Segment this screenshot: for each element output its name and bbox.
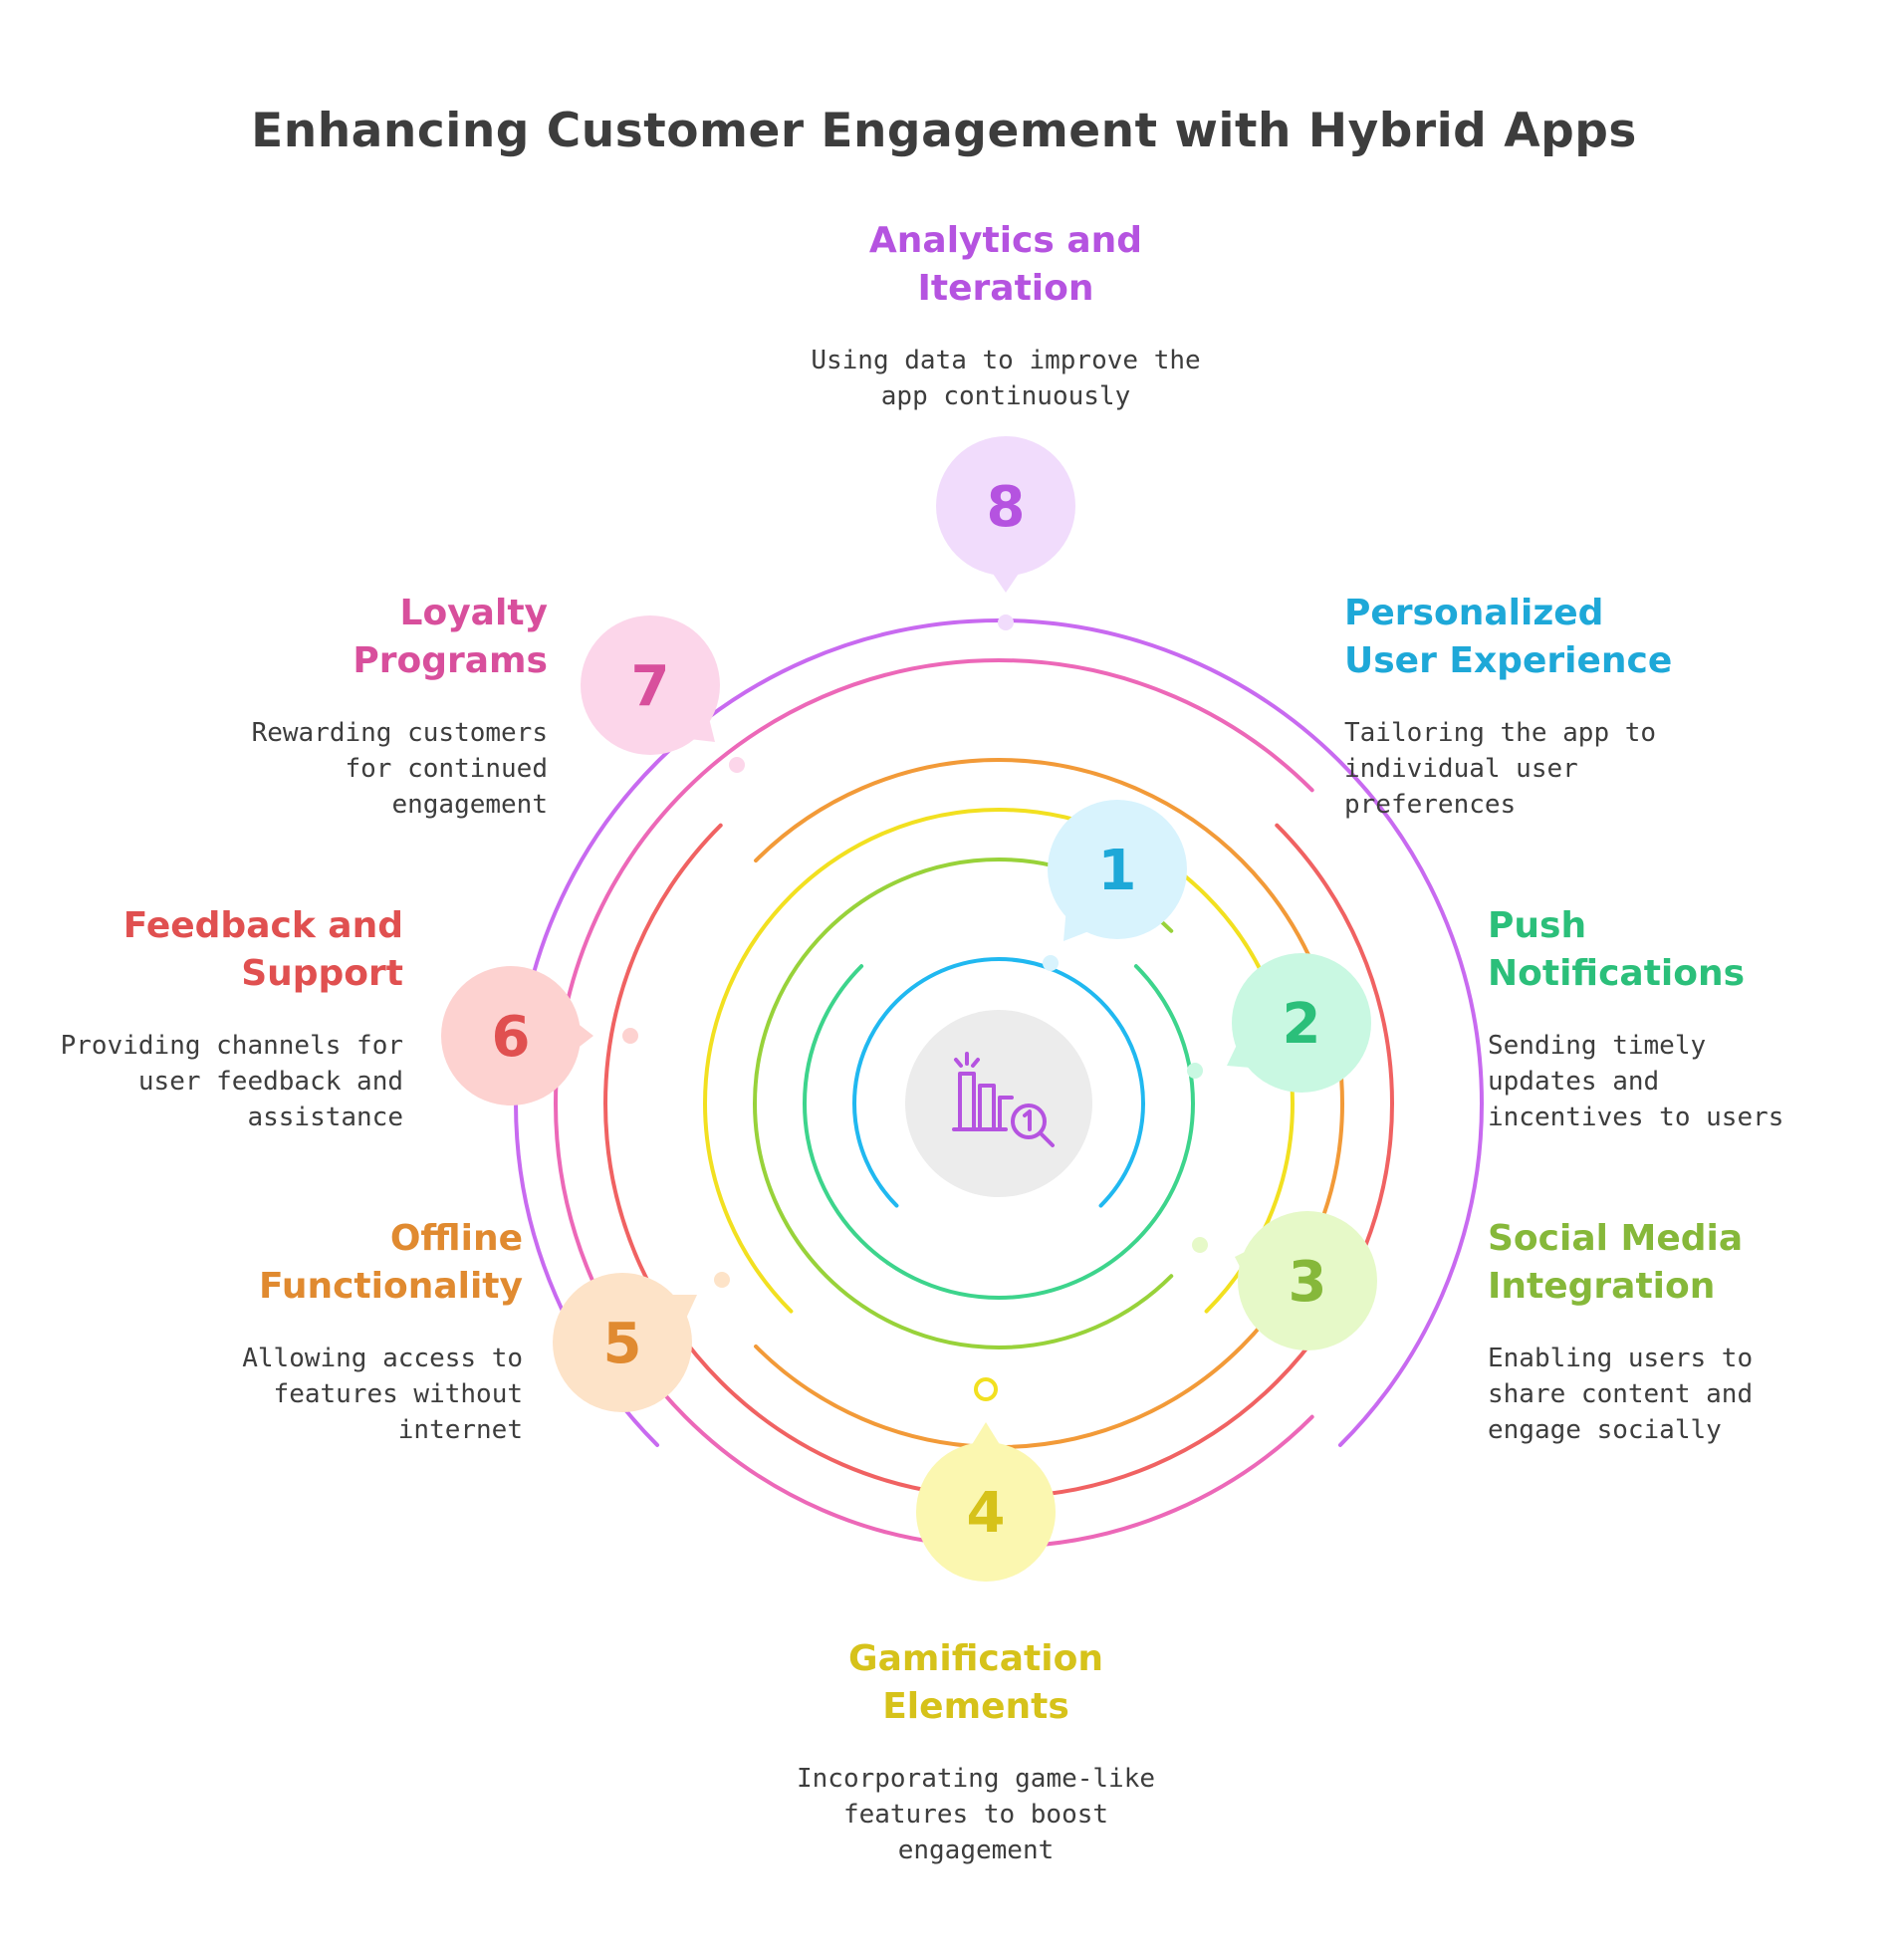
step-2-title-line-2: Notifications	[1488, 953, 1746, 994]
step-5-desc-line-2: features without	[273, 1379, 523, 1409]
ring-dot-6	[622, 1028, 638, 1044]
step-3-desc-line-2: share content and	[1488, 1379, 1754, 1409]
step-3-title: Social Media Integration	[1488, 1215, 1866, 1311]
ring-arc-2	[803, 964, 1195, 1300]
step-6-title-line-2: Support	[241, 953, 403, 994]
step-number-4: 4	[967, 1481, 1006, 1546]
step-number-8: 8	[987, 475, 1026, 540]
step-7-title-line-2: Programs	[353, 640, 548, 681]
step-6-title-line-1: Feedback and	[122, 905, 403, 946]
step-8-title: Analytics and Iteration	[757, 217, 1255, 313]
step-5-desc-line-1: Allowing access to	[242, 1344, 523, 1373]
step-6-desc-line-2: user feedback and	[137, 1067, 403, 1097]
ring-dot-8	[998, 614, 1014, 630]
step-6: Feedback and Support Providing channels …	[20, 902, 403, 1135]
step-bubble-3	[1238, 1211, 1377, 1350]
step-5-description: Allowing access to features without inte…	[149, 1341, 523, 1448]
step-number-1: 1	[1098, 839, 1137, 903]
step-2-desc-line-1: Sending timely	[1488, 1031, 1707, 1061]
step-7: Loyalty Programs Rewarding customers for…	[149, 590, 548, 823]
ring-arc-1	[852, 957, 1145, 1208]
step-number-5: 5	[603, 1312, 642, 1376]
ring-dot-3	[1192, 1237, 1208, 1253]
step-6-desc-line-1: Providing channels for	[60, 1031, 403, 1061]
ring-dot-1	[1043, 955, 1059, 971]
step-7-desc-line-2: for continued	[345, 754, 549, 784]
step-6-desc-line-3: assistance	[247, 1102, 403, 1132]
step-1-desc-line-1: Tailoring the app to	[1344, 718, 1657, 748]
step-8-title-line-2: Iteration	[917, 268, 1094, 309]
step-4-title-line-2: Elements	[882, 1686, 1069, 1727]
step-bubble-1	[1048, 800, 1187, 939]
step-2-desc-line-2: updates and	[1488, 1067, 1660, 1097]
step-7-desc-line-3: engagement	[391, 790, 548, 820]
step-number-7: 7	[631, 654, 670, 719]
step-4-description: Incorporating game-like features to boos…	[757, 1761, 1195, 1868]
ring-dot-5	[714, 1272, 730, 1288]
step-5: Offline Functionality Allowing access to…	[149, 1215, 523, 1448]
ring-dot-7	[729, 757, 745, 773]
step-7-desc-line-1: Rewarding customers	[251, 718, 548, 748]
center-hub	[905, 1010, 1092, 1197]
page-title: Enhancing Customer Engagement with Hybri…	[251, 104, 1637, 158]
step-4-desc-line-2: features to boost	[842, 1800, 1109, 1830]
step-6-title: Feedback and Support	[20, 902, 403, 998]
step-8-desc-line-2: app continuously	[880, 381, 1131, 411]
step-4-title-line-1: Gamification	[848, 1638, 1103, 1679]
step-3-desc-line-1: Enabling users to	[1488, 1344, 1754, 1373]
step-5-title-line-1: Offline	[389, 1218, 523, 1259]
step-2: Push Notifications Sending timely update…	[1488, 902, 1866, 1135]
step-3-desc-line-3: engage socially	[1488, 1415, 1722, 1445]
step-4-desc-line-3: engagement	[897, 1836, 1055, 1865]
step-number-6: 6	[492, 1005, 531, 1070]
step-2-desc-line-3: incentives to users	[1488, 1102, 1784, 1132]
step-4: Gamification Elements Incorporating game…	[757, 1635, 1195, 1868]
step-4-title: Gamification Elements	[757, 1635, 1195, 1731]
ring-arc-4	[703, 808, 1295, 1314]
step-8-desc-line-1: Using data to improve the	[811, 346, 1201, 375]
step-number-3: 3	[1289, 1250, 1327, 1315]
step-3-description: Enabling users to share content and enga…	[1488, 1341, 1866, 1448]
step-bubble-7	[581, 615, 720, 755]
data-analysis-icon	[952, 1052, 1055, 1147]
step-5-desc-line-3: internet	[397, 1415, 523, 1445]
step-6-description: Providing channels for user feedback and…	[20, 1028, 403, 1135]
ring-dot-4	[974, 1377, 998, 1401]
step-1-title: Personalized User Experience	[1344, 590, 1763, 685]
step-3: Social Media Integration Enabling users …	[1488, 1215, 1866, 1448]
step-5-title-line-2: Functionality	[259, 1266, 523, 1307]
step-1-desc-line-3: preferences	[1344, 790, 1517, 820]
step-4-desc-line-1: Incorporating game-like	[796, 1764, 1156, 1794]
step-bubble-6	[441, 966, 581, 1105]
step-7-description: Rewarding customers for continued engage…	[149, 715, 548, 823]
step-3-title-line-2: Integration	[1488, 1266, 1716, 1307]
step-8-description: Using data to improve the app continuous…	[757, 343, 1255, 414]
step-bubble-4	[916, 1442, 1056, 1582]
step-1-description: Tailoring the app to individual user pre…	[1344, 715, 1763, 823]
ring-dot-2	[1187, 1063, 1203, 1079]
step-bubble-8	[936, 436, 1075, 576]
step-2-title: Push Notifications	[1488, 902, 1866, 998]
step-1-title-line-1: Personalized	[1344, 593, 1604, 633]
step-8-title-line-1: Analytics and	[868, 220, 1143, 261]
step-5-title: Offline Functionality	[149, 1215, 523, 1311]
step-1-title-line-2: User Experience	[1344, 640, 1673, 681]
step-7-title-line-1: Loyalty	[399, 593, 548, 633]
step-1-desc-line-2: individual user	[1344, 754, 1578, 784]
step-3-title-line-1: Social Media	[1488, 1218, 1744, 1259]
step-bubble-2	[1232, 953, 1371, 1093]
step-1: Personalized User Experience Tailoring t…	[1344, 590, 1763, 823]
step-number-2: 2	[1283, 992, 1321, 1057]
step-2-title-line-1: Push	[1488, 905, 1587, 946]
bubble-group: 1 2 3 4 5 6 7 8	[441, 436, 1377, 1582]
ring-arc-3	[753, 858, 1174, 1349]
step-2-description: Sending timely updates and incentives to…	[1488, 1028, 1866, 1135]
step-bubble-5	[553, 1273, 692, 1412]
step-7-title: Loyalty Programs	[149, 590, 548, 685]
step-8: Analytics and Iteration Using data to im…	[757, 217, 1255, 414]
